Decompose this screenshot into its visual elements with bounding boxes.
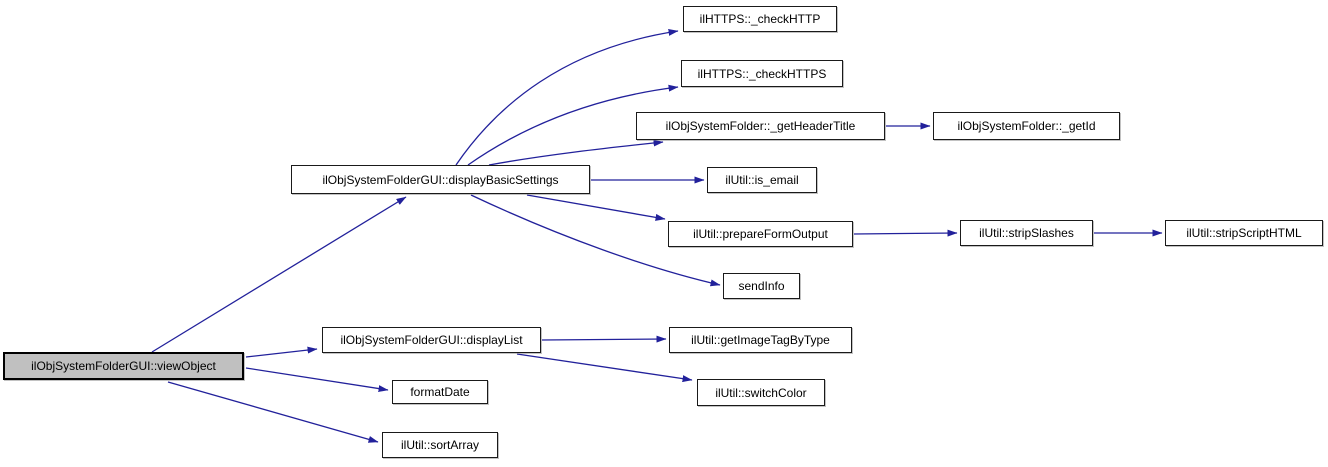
node-view-object: ilObjSystemFolderGUI::viewObject: [3, 352, 244, 380]
node-prepare-form-output[interactable]: ilUtil::prepareFormOutput: [668, 221, 853, 247]
node-display-list[interactable]: ilObjSystemFolderGUI::displayList: [322, 327, 541, 353]
edge-displaylist-to-getimagetagbytype: [541, 335, 667, 343]
edge-viewobject-to-sortarray: [167, 381, 379, 443]
node-check-https[interactable]: ilHTTPS::_checkHTTPS: [681, 60, 843, 87]
edge-prepareformoutput-to-stripslashes: [853, 229, 958, 237]
node-get-id[interactable]: ilObjSystemFolder::_getId: [933, 112, 1120, 140]
node-is-email[interactable]: ilUtil::is_email: [707, 167, 817, 193]
node-sort-array[interactable]: ilUtil::sortArray: [382, 432, 498, 458]
edge-viewobject-to-formatdate: [245, 367, 389, 393]
node-strip-slashes[interactable]: ilUtil::stripSlashes: [960, 220, 1093, 246]
edge-displaylist-to-switchcolor: [516, 353, 693, 383]
edge-displaybasicsettings-to-checkhttps: [467, 84, 679, 166]
node-display-basic-settings[interactable]: ilObjSystemFolderGUI::displayBasicSettin…: [291, 165, 590, 194]
node-format-date[interactable]: formatDate: [392, 380, 488, 404]
edge-displaybasicsettings-to-sendinfo: [470, 194, 721, 287]
edge-viewobject-to-displaybasicsettings: [151, 196, 407, 353]
edge-viewobject-to-displaylist: [245, 346, 318, 358]
node-switch-color[interactable]: ilUtil::switchColor: [697, 379, 825, 406]
edge-displaybasicsettings-to-checkhttp: [455, 28, 679, 166]
node-strip-script-html[interactable]: ilUtil::stripScriptHTML: [1165, 220, 1323, 246]
node-send-info[interactable]: sendInfo: [723, 273, 800, 299]
node-get-header-title[interactable]: ilObjSystemFolder::_getHeaderTitle: [636, 112, 885, 140]
edge-displaybasicsettings-to-prepareformoutput: [526, 194, 666, 221]
edge-displaybasicsettings-to-getheadertitle: [488, 139, 664, 166]
node-check-http[interactable]: ilHTTPS::_checkHTTP: [683, 6, 837, 32]
node-get-image-tag-by-type[interactable]: ilUtil::getImageTagByType: [669, 327, 852, 353]
